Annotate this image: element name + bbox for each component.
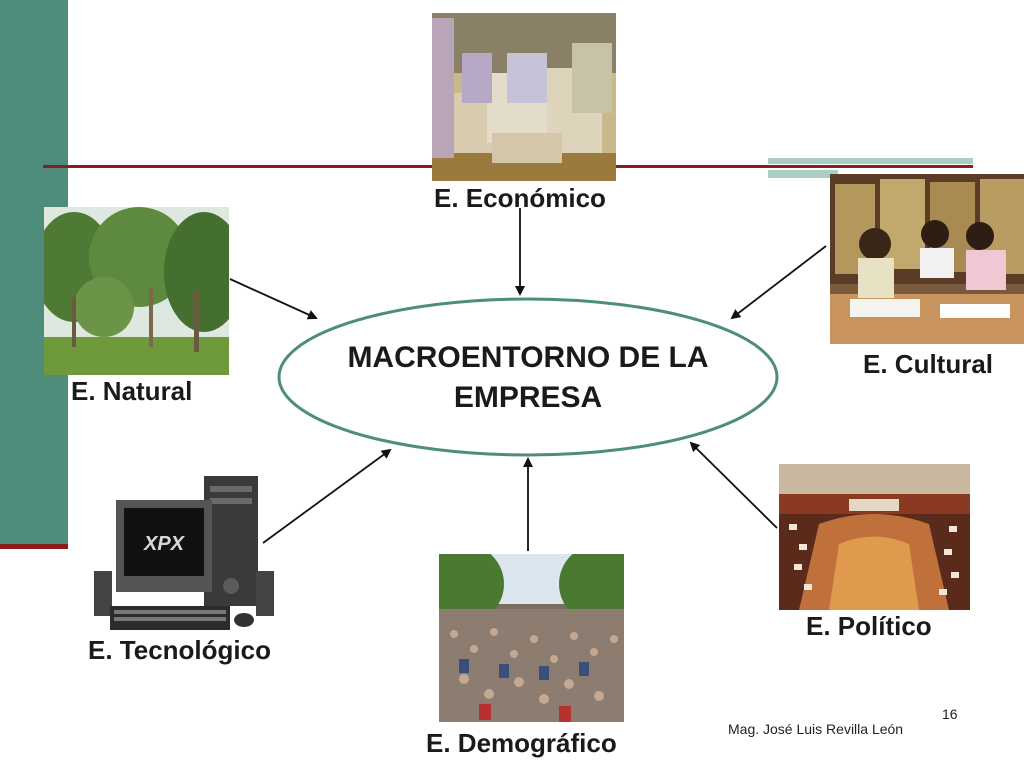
economico-label: E. Económico [434, 183, 606, 213]
center-title-line2: EMPRESA [453, 381, 603, 414]
center-title: MACROENTORNO DE LA EMPRESA [300, 338, 756, 418]
arrow-tecnologico [262, 448, 392, 544]
natural-label: E. Natural [71, 376, 193, 406]
page-number: 16 [942, 706, 958, 722]
demografico-label: E. Demográfico [426, 728, 617, 758]
decorative-bar-top [768, 158, 973, 164]
center-title-line1: MACROENTORNO DE LA [347, 341, 709, 374]
left-sidebar-accent [0, 544, 68, 549]
tecnologico-photo: XPX [94, 476, 278, 632]
svg-text:XPX: XPX [143, 533, 186, 555]
decorative-bar-bottom [768, 170, 838, 178]
tecnologico-label: E. Tecnológico [88, 635, 271, 665]
cultural-label: E. Cultural [863, 349, 994, 379]
demografico-photo [439, 554, 624, 722]
economico-photo [432, 13, 616, 181]
center-ellipse [277, 297, 779, 457]
natural-photo [44, 207, 229, 375]
politico-photo [779, 464, 970, 610]
author-credit: Mag. José Luis Revilla León [728, 721, 904, 737]
politico-label: E. Político [806, 611, 932, 641]
cultural-photo [830, 174, 1024, 344]
